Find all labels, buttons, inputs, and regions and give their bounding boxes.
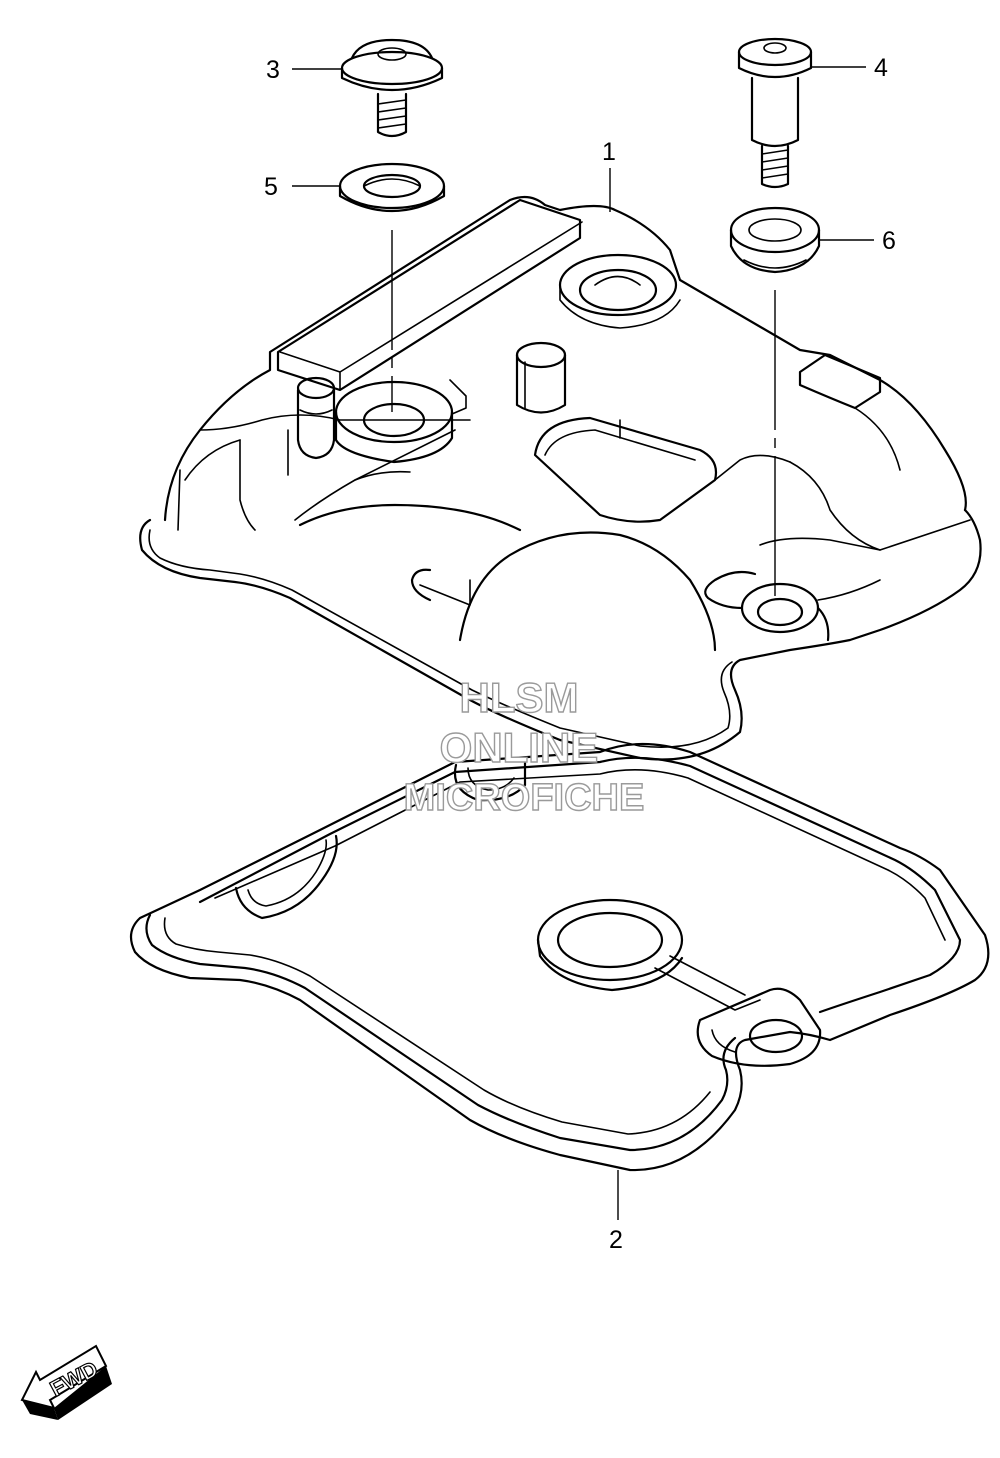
part-5-washer[interactable] [338, 162, 446, 212]
watermark-line-2: ONLINE [440, 724, 599, 771]
watermark-line-1: HLSM [460, 674, 579, 721]
leader-lines [292, 66, 874, 1220]
callout-2[interactable]: 2 [609, 1226, 623, 1254]
callout-6[interactable]: 6 [882, 227, 896, 255]
callout-4[interactable]: 4 [874, 54, 888, 82]
part-2-gasket[interactable] [129, 742, 990, 1172]
callout-1[interactable]: 1 [602, 138, 616, 166]
watermark-line-3: MICROFICHE [404, 777, 645, 819]
callout-labels: 1 2 3 4 5 6 [264, 54, 896, 1254]
callout-5[interactable]: 5 [264, 173, 278, 201]
part-3-bolt[interactable] [340, 38, 444, 138]
part-1-cylinder-head-cover[interactable] [139, 195, 982, 761]
callout-3[interactable]: 3 [266, 56, 280, 84]
part-6-grommet[interactable] [729, 206, 821, 274]
watermark: HLSM ONLINE MICROFICHE [403, 673, 645, 819]
forward-arrow-icon: FWD [20, 1344, 112, 1420]
part-4-bolt[interactable] [737, 37, 813, 189]
